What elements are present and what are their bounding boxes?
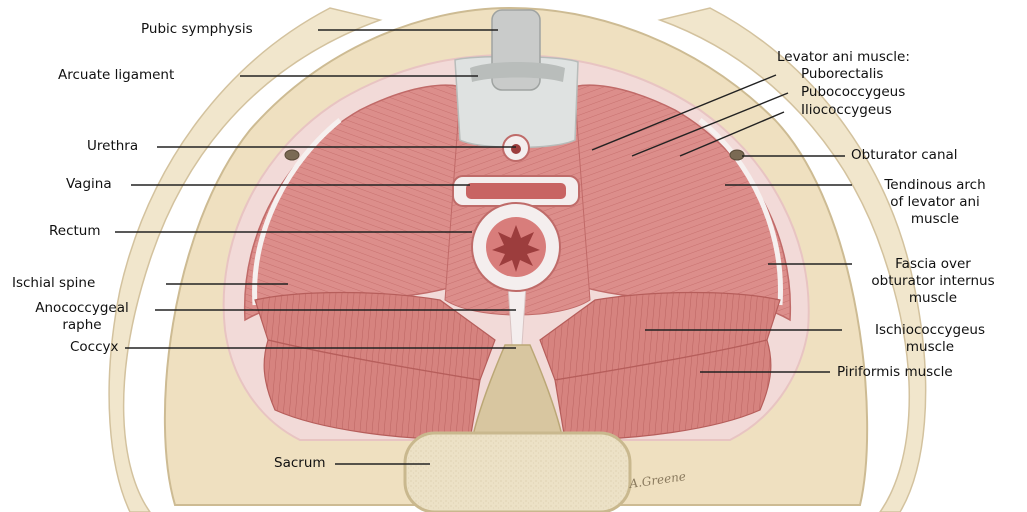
label-ischial-spine: Ischial spine xyxy=(12,275,95,292)
label-levator-ani: Levator ani muscle: xyxy=(777,49,910,66)
label-ischiococcygeus-line2: muscle xyxy=(840,339,1020,356)
label-fascia: Fascia over obturator internus muscle xyxy=(848,256,1018,307)
label-fascia-line2: obturator internus xyxy=(848,273,1018,290)
label-pubic-symphysis: Pubic symphysis xyxy=(141,21,253,38)
label-fascia-line3: muscle xyxy=(848,290,1018,307)
label-ischiococcygeus: Ischiococcygeus muscle xyxy=(840,322,1020,356)
label-pubococcygeus: Pubococcygeus xyxy=(801,84,905,101)
label-vagina: Vagina xyxy=(66,176,112,193)
obturator-canal-shape xyxy=(730,150,744,160)
label-tendinous-arch-line1: Tendinous arch xyxy=(850,177,1020,194)
label-anococcygeal-raphe-line1: Anococcygeal xyxy=(12,300,152,317)
label-arcuate-ligament: Arcuate ligament xyxy=(58,67,174,84)
label-urethra: Urethra xyxy=(87,138,138,155)
label-iliococcygeus: Iliococcygeus xyxy=(801,102,892,119)
label-coccyx: Coccyx xyxy=(70,339,119,356)
label-tendinous-arch: Tendinous arch of levator ani muscle xyxy=(850,177,1020,228)
label-tendinous-arch-line3: muscle xyxy=(850,211,1020,228)
label-sacrum: Sacrum xyxy=(274,455,326,472)
label-fascia-line1: Fascia over xyxy=(848,256,1018,273)
label-puborectalis: Puborectalis xyxy=(801,66,883,83)
label-obturator-canal: Obturator canal xyxy=(851,147,958,164)
label-ischiococcygeus-line1: Ischiococcygeus xyxy=(840,322,1020,339)
label-rectum: Rectum xyxy=(49,223,101,240)
obturator-canal-left-shape xyxy=(285,150,299,160)
label-piriformis: Piriformis muscle xyxy=(837,364,953,381)
label-tendinous-arch-line2: of levator ani xyxy=(850,194,1020,211)
label-anococcygeal-raphe-line2: raphe xyxy=(12,317,152,334)
sacrum-shape xyxy=(405,433,630,512)
label-anococcygeal-raphe: Anococcygeal raphe xyxy=(12,300,152,334)
